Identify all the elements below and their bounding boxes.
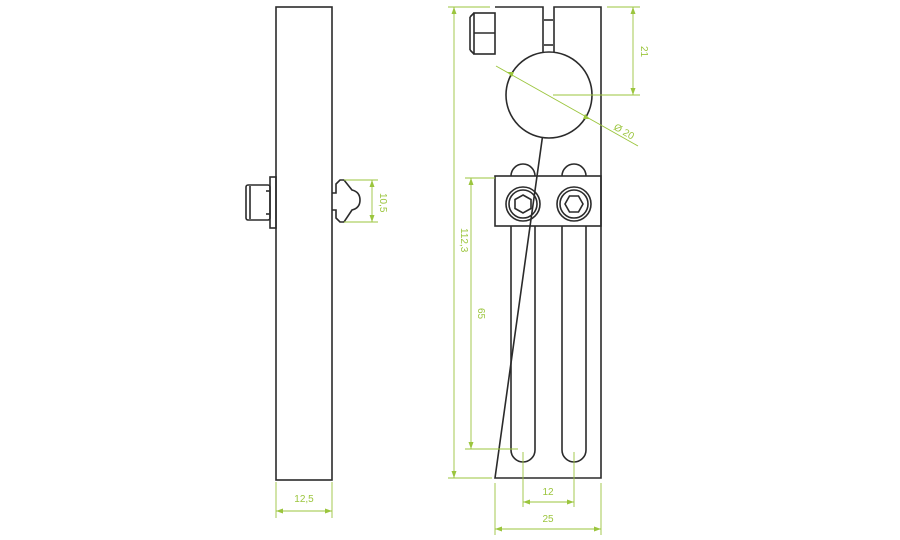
hex-bolt-head (469, 12, 496, 55)
clamp-body (494, 6, 602, 479)
dim-bore-offset-label: 21 (638, 46, 649, 58)
dim-pin-height-label: 10,5 (377, 193, 388, 213)
slot-top-right (561, 163, 587, 177)
dim-front-width-label: 25 (542, 514, 554, 525)
dim-total-height: 112,3 (448, 6, 492, 479)
dim-slot-length: 65 (465, 177, 518, 450)
dim-total-height-label: 112,3 (458, 228, 469, 253)
clamp-plate (494, 175, 602, 227)
lock-pin (332, 179, 361, 223)
dim-side-width: 12,5 (275, 482, 333, 518)
dim-front-width: 25 (494, 483, 602, 535)
dim-slot-spacing-label: 12 (542, 487, 554, 498)
side-body (275, 6, 333, 481)
dim-bore-diameter-label: Ø 20 (612, 122, 637, 143)
dim-side-width-label: 12,5 (294, 494, 314, 505)
socket-screw-right (556, 186, 592, 222)
dim-pin-height: 10,5 (344, 179, 388, 223)
slot-top-left (510, 163, 536, 177)
dim-bore-offset: 21 (553, 6, 649, 96)
socket-screw-left (505, 186, 541, 222)
slot-left (510, 226, 536, 463)
slot-right (561, 226, 587, 463)
dim-slot-length-label: 65 (475, 308, 486, 320)
front-view: 21 Ø 20 112,3 65 (448, 6, 649, 535)
dim-slot-spacing: 12 (522, 452, 575, 507)
set-screw-knob (245, 176, 277, 229)
side-view: 10,5 12,5 (245, 6, 388, 518)
